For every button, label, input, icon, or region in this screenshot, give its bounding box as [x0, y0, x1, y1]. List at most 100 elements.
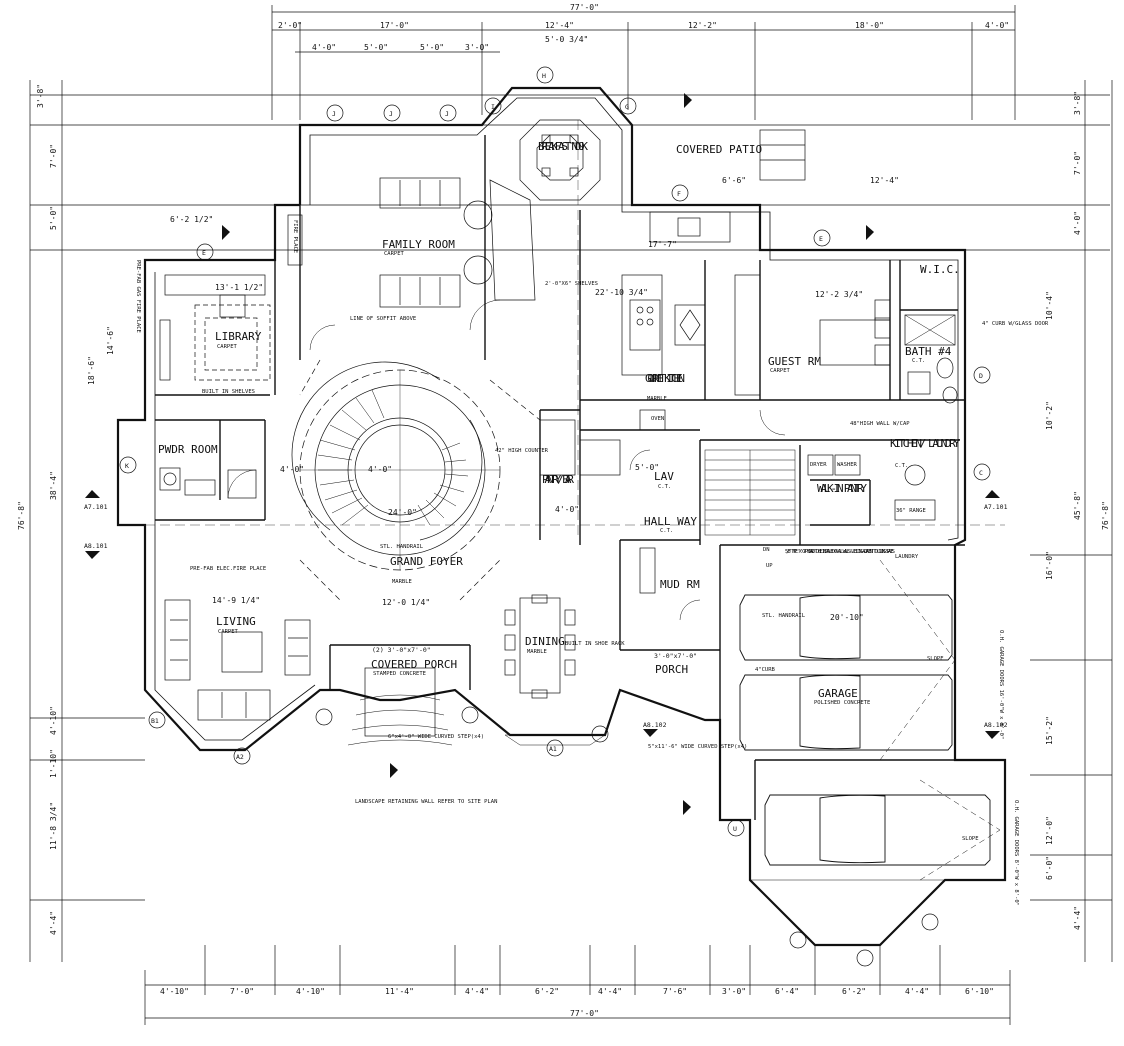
- note-42-counter: 42" HIGH COUNTER: [495, 448, 549, 454]
- dim-left-6: 11'-8 3/4": [49, 802, 58, 850]
- note-fire-place: FIRE PLACE: [292, 220, 298, 253]
- note-48-wall: 48"HIGH WALL W/CAP: [850, 421, 910, 427]
- dim-int-14: 4'-0": [555, 505, 579, 514]
- dim-top-outer: 77'-0": [570, 3, 599, 12]
- note-dryer: DRYER: [810, 462, 827, 468]
- dim-top-inner-2: 5'-0": [420, 43, 444, 52]
- dim-right-1: 7'-0": [1073, 151, 1082, 175]
- room-sub-gourmet-kitchen: MARBLE: [647, 396, 667, 402]
- room-sub-garage: POLISHED CONCRETE: [814, 700, 870, 706]
- room-label-library: LIBRARY: [215, 330, 262, 343]
- dim-int-12: 4'-0": [368, 465, 392, 474]
- dim-right-10: 4'-4": [1073, 906, 1082, 930]
- section-tag-4: A8.102: [643, 721, 667, 729]
- note-slope-2: SLOPE: [962, 836, 979, 842]
- grid-tag-1: J: [389, 110, 393, 118]
- dim-top-inner-3: 3'-0": [465, 43, 489, 52]
- section-tag-1: A8.101: [84, 542, 108, 550]
- note-up: UP: [766, 563, 773, 569]
- room-sub-kitchen-laundry: C.T.: [895, 463, 908, 469]
- room-label-garage: GARAGE: [818, 687, 858, 700]
- dim-right-6: 16'-0": [1045, 551, 1054, 580]
- room-label-porch: PORCH: [655, 663, 688, 676]
- dim-bottom-12: 6'-10": [965, 987, 994, 996]
- dim-int-11: 4'-0": [280, 465, 304, 474]
- dim-bottom-2: 4'-10": [296, 987, 325, 996]
- note-retaining-wall: LANDSCAPE RETAINING WALL REFER TO SITE P…: [355, 799, 497, 805]
- room-label-breakfast-nook: BREAKFAST NOOK: [538, 140, 588, 153]
- note-stl-handrail: STL. HANDRAIL: [380, 544, 424, 550]
- grid-tag-4: G: [625, 103, 629, 111]
- dim-top-4: 18'-0": [855, 21, 884, 30]
- note-laundry: LAUNDRY: [895, 554, 919, 560]
- grid-tag-6: E: [819, 235, 823, 243]
- dim-left-5: 1'-10": [49, 749, 58, 778]
- grid-tag-15: I: [491, 103, 495, 111]
- dim-left-2: 5'-0": [49, 206, 58, 230]
- dim-bottom-11: 4'-4": [905, 987, 929, 996]
- note-slope-1: SLOPE: [927, 656, 944, 662]
- grid-tag-10: K: [125, 462, 129, 470]
- dim-int-9: 12'-4": [870, 176, 899, 185]
- room-label-covered-patio: COVERED PATIO: [676, 143, 762, 156]
- section-tag-0: A7.101: [84, 503, 108, 511]
- door-tag-side-porch: 3'-0"x7'-0": [654, 652, 697, 660]
- note-curved-step-1: 6"x4'-0" WIDE CURVED STEP(x4): [388, 734, 484, 740]
- dim-right-2: 4'-0": [1073, 211, 1082, 235]
- room-label-bath4: BATH #4: [905, 345, 952, 358]
- door-tag-porch: (2) 3'-0"x7'-0": [372, 646, 431, 654]
- dim-top-3: 12'-2": [688, 21, 717, 30]
- dim-left-3: 38'-4": [49, 471, 58, 500]
- dim-int-2: 14'-9 1/4": [212, 596, 260, 605]
- dim-int-13: 5'-0": [635, 463, 659, 472]
- room-sub-family-room: CARPET: [384, 251, 405, 257]
- room-sub-grand-foyer: MARBLE: [392, 579, 412, 585]
- note-gyp-board: 5/8" TYPE 'X' GYP BOARD TO BE INSTALLED …: [785, 549, 895, 555]
- note-oven: OVEN: [651, 416, 664, 422]
- dim-left-0: 3'-8": [36, 84, 45, 108]
- grid-tag-7: F: [677, 190, 681, 198]
- dim-left-1: 7'-0": [49, 144, 58, 168]
- dim-int-1: 24'-0": [388, 508, 417, 517]
- dim-right-8: 12'-0": [1045, 816, 1054, 845]
- room-sub-guest-rm: CARPET: [770, 368, 791, 374]
- dim-bottom-10: 6'-2": [842, 987, 866, 996]
- note-dn: DN: [763, 547, 770, 553]
- dim-bottom-4: 4'-4": [465, 987, 489, 996]
- dim-bottom-9: 6'-4": [775, 987, 799, 996]
- grid-tag-14: A2: [236, 753, 244, 761]
- dim-bottom-0: 4'-10": [160, 987, 189, 996]
- note-oh-door-1: O.H. GARAGE DOORS 16'-0"W x 8'-0": [998, 630, 1004, 739]
- note-oh-door-2: O.H. GARAGE DOORS 8'-0"W x 8'-0": [1013, 800, 1019, 906]
- room-sub-covered-porch: STAMPED CONCRETE: [373, 671, 426, 677]
- room-label-grand-foyer: GRAND FOYER: [390, 555, 463, 568]
- grid-tag-2: J: [445, 110, 449, 118]
- dim-int-15: 18'-6": [87, 356, 96, 385]
- dim-bottom-5: 6'-2": [535, 987, 559, 996]
- room-sub-lav: C.T.: [658, 484, 671, 490]
- dim-right-3: 10'-4": [1045, 291, 1054, 320]
- grid-tag-9: C: [979, 469, 983, 477]
- room-label-pantry-bar: PANTRY/ BAR: [542, 473, 574, 486]
- dim-top-inner-0: 4'-0": [312, 43, 336, 52]
- dim-left-outer: 76'-8": [17, 501, 26, 530]
- dim-int-5: 22'-10 3/4": [595, 288, 648, 297]
- note-elec-fireplace: PRE-FAB ELEC.FIRE PLACE: [190, 566, 266, 572]
- room-label-kitchen-laundry: KITCHEN/ LAUNDRY: [890, 437, 960, 450]
- dim-bottom-6: 4'-4": [598, 987, 622, 996]
- dim-top-inner-4: 5'-0 3/4": [545, 35, 588, 44]
- dim-right-outer: 76'-8": [1101, 501, 1110, 530]
- note-curb-glass-door: 4" CURB W/GLASS DOOR: [982, 321, 1049, 327]
- note-shoe-rack: BUILT IN SHOE RACK: [565, 641, 625, 647]
- dim-top-5: 4'-0": [985, 21, 1009, 30]
- room-sub-hall-way: C.T.: [660, 528, 673, 534]
- note-gas-fireplace: PRE-FAB GAS FIRE PLACE: [135, 260, 141, 333]
- dim-int-4: 17'-7": [648, 240, 677, 249]
- note-range: 36" RANGE: [896, 508, 926, 514]
- dim-bottom-outer: 77'-0": [570, 1009, 599, 1018]
- room-label-guest-rm: GUEST RM: [768, 355, 821, 368]
- note-garage-handrail: STL. HANDRAIL: [762, 613, 806, 619]
- room-sub-library: CARPET: [217, 344, 238, 350]
- dim-int-8: 6'-6": [722, 176, 746, 185]
